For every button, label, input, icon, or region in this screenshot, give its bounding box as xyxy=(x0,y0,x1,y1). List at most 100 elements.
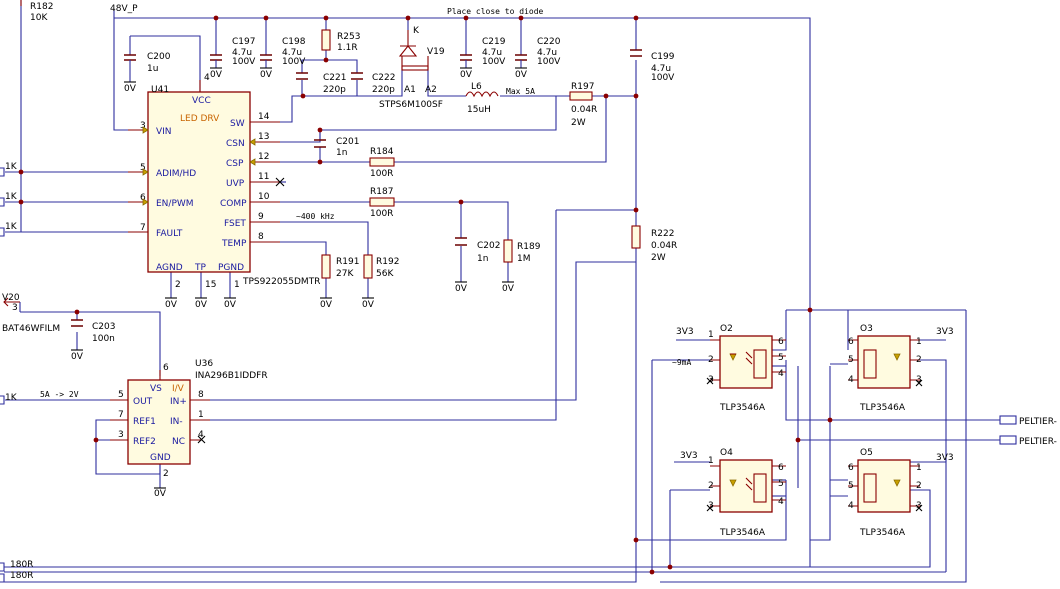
svg-text:BAT46WFILM: BAT46WFILM xyxy=(2,324,60,334)
note-freq: ~400 kHz xyxy=(296,212,335,221)
svg-text:1K: 1K xyxy=(5,393,18,403)
svg-text:0V: 0V xyxy=(124,84,137,94)
svg-text:3: 3 xyxy=(12,303,18,313)
svg-text:4.7u: 4.7u xyxy=(537,48,557,58)
svg-text:1M: 1M xyxy=(517,254,531,264)
svg-text:6: 6 xyxy=(778,337,784,347)
svg-text:100V: 100V xyxy=(651,73,675,83)
svg-text:100V: 100V xyxy=(537,57,561,67)
svg-text:K: K xyxy=(413,26,420,36)
svg-text:4: 4 xyxy=(778,369,784,379)
svg-text:CSN: CSN xyxy=(226,139,245,149)
svg-text:3: 3 xyxy=(916,501,922,511)
svg-text:IN+: IN+ xyxy=(170,397,187,407)
svg-text:15uH: 15uH xyxy=(467,105,491,115)
svg-text:U41: U41 xyxy=(151,85,169,95)
svg-text:O4: O4 xyxy=(720,448,733,458)
svg-text:COMP: COMP xyxy=(220,199,247,209)
svg-text:1: 1 xyxy=(708,330,714,340)
svg-text:C220: C220 xyxy=(537,37,561,47)
svg-text:4: 4 xyxy=(198,430,204,440)
svg-text:100R: 100R xyxy=(370,169,393,179)
svg-text:11: 11 xyxy=(258,172,269,182)
svg-text:R187: R187 xyxy=(370,187,393,197)
svg-text:V19: V19 xyxy=(427,47,445,57)
svg-text:180R: 180R xyxy=(10,571,33,581)
svg-text:4: 4 xyxy=(204,73,210,83)
svg-text:0V: 0V xyxy=(165,300,178,310)
svg-text:100n: 100n xyxy=(92,334,115,344)
svg-text:2: 2 xyxy=(916,355,922,365)
svg-text:10K: 10K xyxy=(30,13,48,23)
svg-text:3V3: 3V3 xyxy=(680,451,698,461)
svg-text:TLP3546A: TLP3546A xyxy=(859,403,906,413)
svg-text:1: 1 xyxy=(198,410,204,420)
svg-text:2: 2 xyxy=(708,355,714,365)
svg-text:C200: C200 xyxy=(147,52,171,62)
svg-text:0V: 0V xyxy=(515,70,528,80)
svg-text:C203: C203 xyxy=(92,322,115,332)
svg-text:0.04R: 0.04R xyxy=(571,105,597,115)
svg-text:5A -> 2V: 5A -> 2V xyxy=(40,390,79,399)
svg-text:C202: C202 xyxy=(477,241,500,251)
svg-text:AGND: AGND xyxy=(156,263,183,273)
svg-text:56K: 56K xyxy=(376,269,394,279)
svg-text:27K: 27K xyxy=(336,269,354,279)
svg-text:1: 1 xyxy=(916,463,922,473)
svg-text:FSET: FSET xyxy=(224,219,246,229)
net-48v-label: 48V_P xyxy=(110,4,138,14)
svg-text:VCC: VCC xyxy=(192,96,211,106)
svg-text:0V: 0V xyxy=(154,489,167,499)
svg-text:0V: 0V xyxy=(460,70,473,80)
svg-text:R191: R191 xyxy=(336,257,359,267)
svg-text:1K: 1K xyxy=(5,222,18,232)
svg-text:1u: 1u xyxy=(147,64,158,74)
svg-text:7: 7 xyxy=(118,410,124,420)
svg-text:1: 1 xyxy=(708,456,714,466)
svg-text:TPS922055DMTR: TPS922055DMTR xyxy=(242,277,320,287)
svg-text:1n: 1n xyxy=(336,148,347,158)
svg-text:100V: 100V xyxy=(282,57,306,67)
svg-text:I/V: I/V xyxy=(172,384,185,394)
svg-text:100R: 100R xyxy=(370,209,393,219)
svg-text:O5: O5 xyxy=(860,448,873,458)
svg-text:3: 3 xyxy=(916,375,922,385)
svg-text:3: 3 xyxy=(140,121,146,131)
svg-text:GND: GND xyxy=(150,453,171,463)
svg-text:9: 9 xyxy=(258,212,264,222)
inductor-l6: L6 15uH Max 5A xyxy=(465,82,535,115)
svg-text:R184: R184 xyxy=(370,147,394,157)
svg-text:4.7u: 4.7u xyxy=(282,48,302,58)
svg-text:SW: SW xyxy=(230,119,245,129)
svg-text:3V3: 3V3 xyxy=(676,327,694,337)
svg-text:EN/PWM: EN/PWM xyxy=(156,199,194,209)
svg-text:4: 4 xyxy=(848,501,854,511)
svg-text:INA296B1IDDFR: INA296B1IDDFR xyxy=(195,371,268,381)
svg-text:2: 2 xyxy=(916,481,922,491)
svg-text:A1: A1 xyxy=(404,85,416,95)
svg-text:FAULT: FAULT xyxy=(156,229,183,239)
svg-text:5: 5 xyxy=(118,390,124,400)
svg-text:0.04R: 0.04R xyxy=(651,241,677,251)
svg-text:4: 4 xyxy=(778,497,784,507)
svg-text:0V: 0V xyxy=(195,300,208,310)
svg-text:10: 10 xyxy=(258,192,270,202)
svg-text:PELTIER-: PELTIER- xyxy=(1019,417,1057,427)
svg-text:R189: R189 xyxy=(517,242,541,252)
diode-v19: K V19 A1 A2 STPS6M100SF xyxy=(379,26,445,110)
svg-text:REF1: REF1 xyxy=(133,417,156,427)
diode-v20: V20 3 BAT46WFILM xyxy=(2,293,60,334)
svg-text:13: 13 xyxy=(258,132,269,142)
svg-text:2: 2 xyxy=(708,481,714,491)
svg-text:8: 8 xyxy=(198,390,204,400)
svg-text:A2: A2 xyxy=(425,85,437,95)
svg-text:C197: C197 xyxy=(232,37,255,47)
u36-ic: U36 INA296B1IDDFR I/V VS OUT REF1 REF2 G… xyxy=(40,359,268,479)
svg-text:14: 14 xyxy=(258,112,270,122)
svg-text:0V: 0V xyxy=(224,300,237,310)
svg-text:VIN: VIN xyxy=(156,127,172,137)
svg-text:220p: 220p xyxy=(323,85,346,95)
opto-o4: O4 TLP3546A 3V3 1 2 3 6 5 4 xyxy=(680,448,786,538)
svg-text:7: 7 xyxy=(140,223,146,233)
